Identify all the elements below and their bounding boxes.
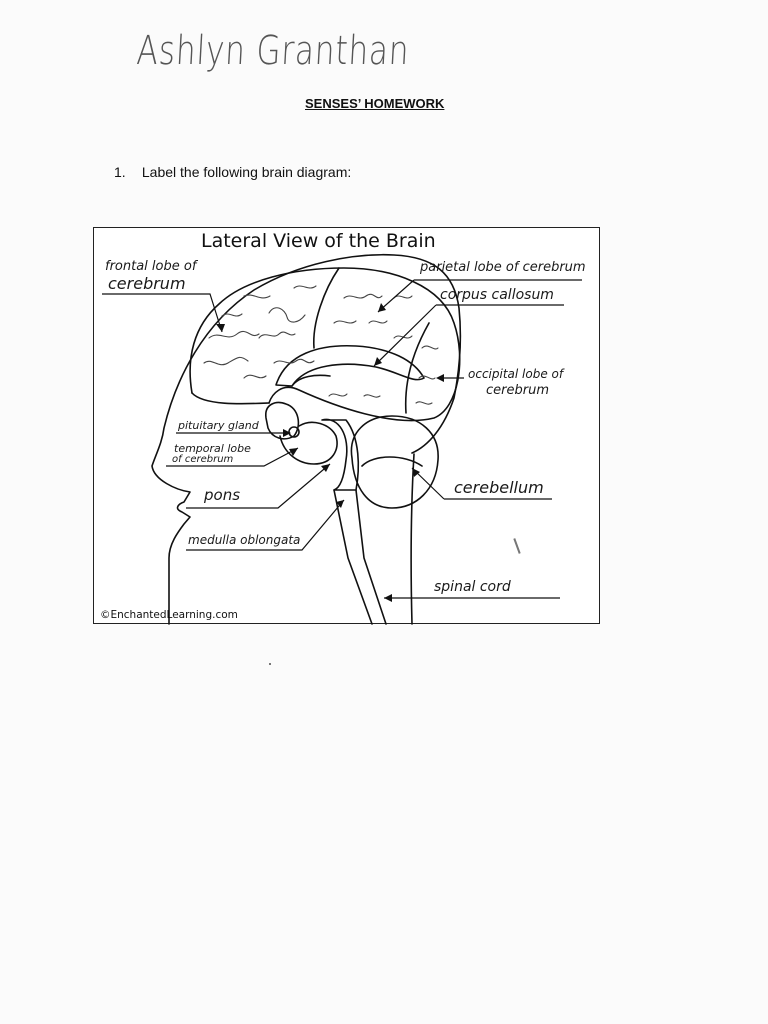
label-pituitary-gland: pituitary gland	[178, 419, 259, 432]
cerebellum-arrowhead	[412, 468, 420, 477]
spinal-arrowhead	[384, 594, 392, 602]
label-temporal-line1: temporal lobe	[174, 442, 251, 455]
brain-diagram: Lateral View of the Brain frontal lobe o…	[93, 227, 600, 625]
label-frontal-line2: cerebrum	[108, 274, 186, 293]
label-corpus-callosum: corpus callosum	[440, 287, 554, 303]
brain-diagram-artwork	[102, 253, 582, 625]
label-temporal-line2: of cerebrum	[172, 454, 234, 465]
medulla-label-line	[186, 499, 345, 551]
frontal-arrowhead	[216, 324, 225, 332]
parietal-division	[313, 267, 340, 349]
frontal-label-line	[102, 293, 223, 333]
label-parietal: parietal lobe of cerebrum	[420, 260, 586, 275]
label-spinal-cord: spinal cord	[434, 579, 511, 595]
pons-label-line	[186, 463, 331, 509]
corpus-label-line	[373, 304, 564, 367]
pituitary-shape	[265, 401, 300, 440]
student-name-handwritten: Ashlyn Granthan	[135, 28, 411, 74]
label-cerebellum: cerebellum	[454, 478, 544, 497]
parietal-label-line	[377, 279, 582, 313]
question-number: 1.	[114, 164, 126, 180]
diagram-credit: ©EnchantedLearning.com	[100, 609, 238, 621]
spinal-cord-right	[355, 489, 387, 625]
label-pons: pons	[204, 486, 241, 504]
temporal-label-line	[166, 447, 299, 467]
label-occipital-line1: occipital lobe of	[468, 367, 564, 381]
cerebrum-outline	[189, 267, 461, 422]
diagram-title: Lateral View of the Brain	[201, 230, 436, 252]
occipital-arrowhead	[436, 374, 444, 382]
question-text: Label the following brain diagram:	[141, 164, 352, 180]
document-title: SENSES’ HOMEWORK	[305, 96, 445, 111]
temporal-arrowhead	[289, 448, 298, 456]
pons-shape	[321, 418, 360, 491]
label-occipital-line2: cerebrum	[486, 383, 549, 398]
cerebellum-fold	[361, 456, 423, 467]
medulla-arrowhead	[336, 500, 344, 508]
cerebellum-shape	[350, 415, 439, 509]
corpus-callosum-shape	[275, 344, 425, 387]
corpus-arrowhead	[374, 357, 382, 366]
head-profile-outline	[151, 253, 462, 625]
temporal-lobe-shape	[279, 421, 338, 465]
question-1: 1. Label the following brain diagram:	[114, 164, 351, 180]
parietal-arrowhead	[378, 303, 386, 312]
occipital-division	[404, 322, 430, 414]
pons-arrowhead	[321, 464, 330, 472]
pituitary-arrowhead	[283, 429, 291, 437]
stray-dot	[269, 663, 271, 665]
label-frontal-line1: frontal lobe of	[105, 259, 197, 274]
frontal-lower-edge	[191, 392, 270, 405]
spinal-cord-left	[333, 489, 373, 625]
label-medulla-oblongata: medulla oblongata	[188, 533, 301, 547]
